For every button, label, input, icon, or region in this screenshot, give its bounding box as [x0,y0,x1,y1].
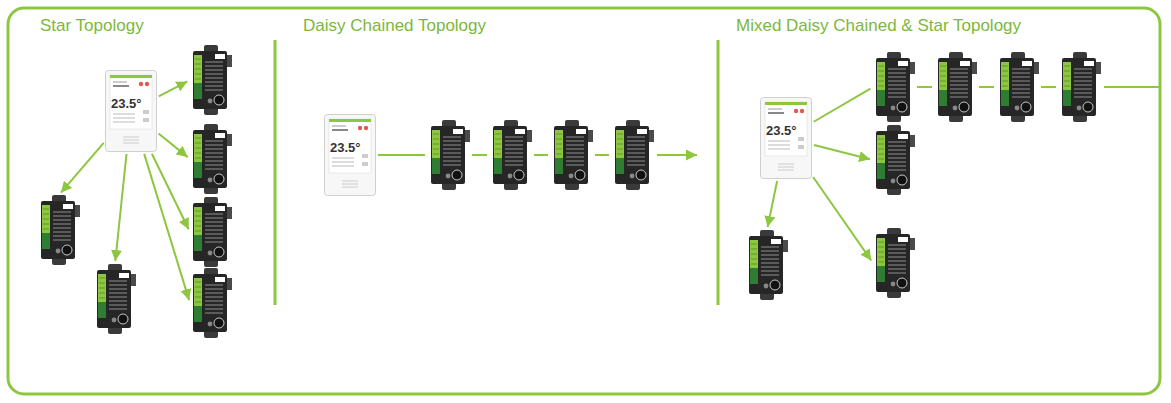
bus-link [1041,86,1056,88]
thermostat-illustration [760,97,812,179]
temperature-reading: 23.5° [330,140,361,155]
temperature-reading: 23.5° [766,123,797,138]
module-illustration [190,268,232,338]
controller-module [873,125,915,195]
module-illustration [190,45,232,115]
controller-module [551,120,593,190]
connection-arrow [813,177,871,261]
module-illustration [190,197,232,267]
module-illustration [38,195,80,265]
module-illustration [551,120,593,190]
section-heading: Mixed Daisy Chained & Star Topology [736,16,1021,36]
module-illustration [94,264,136,334]
bus-link [378,154,425,156]
controller-module [190,268,232,338]
module-illustration [190,124,232,194]
section-heading: Star Topology [40,16,144,36]
controller-module [190,197,232,267]
chain-continuation-arrow [657,154,697,156]
temperature-reading: 23.5° [111,96,142,111]
connection-arrow [768,181,778,227]
bus-link [595,154,609,156]
connection-arrow [152,154,189,230]
bus-link [814,89,871,122]
module-illustration [873,52,915,122]
thermostat-illustration [105,70,157,152]
connection-arrow [144,154,189,300]
bus-link [472,154,487,156]
controller-module [873,52,915,122]
controller-module [935,52,977,122]
thermostat: 23.5° [105,70,157,152]
controller-module [746,230,788,300]
panel-border [8,8,1160,394]
thermostat: 23.5° [760,97,812,179]
module-illustration [612,120,654,190]
module-illustration [428,120,470,190]
thermostat-illustration [324,114,376,196]
bus-link [917,86,932,88]
module-illustration [997,52,1039,122]
connection-arrow [61,143,104,193]
controller-module [94,264,136,334]
module-illustration [490,120,532,190]
thermostat: 23.5° [324,114,376,196]
module-illustration [935,52,977,122]
module-illustration [1059,52,1101,122]
controller-module [190,45,232,115]
module-illustration [873,125,915,195]
controller-module [997,52,1039,122]
module-illustration [746,230,788,300]
controller-module [873,228,915,298]
bus-link [534,154,548,156]
controller-module [612,120,654,190]
connection-arrow [159,133,188,157]
chain-continuation-line [1104,86,1160,88]
connection-arrow [115,154,126,261]
module-illustration [873,228,915,298]
controller-module [1059,52,1101,122]
controller-module [190,124,232,194]
section-divider [274,40,277,305]
controller-module [490,120,532,190]
controller-module [428,120,470,190]
connection-arrow [159,81,188,96]
section-divider [717,40,720,305]
bus-link [979,86,994,88]
section-heading: Daisy Chained Topology [303,16,486,36]
controller-module [38,195,80,265]
connection-arrow [814,145,870,159]
